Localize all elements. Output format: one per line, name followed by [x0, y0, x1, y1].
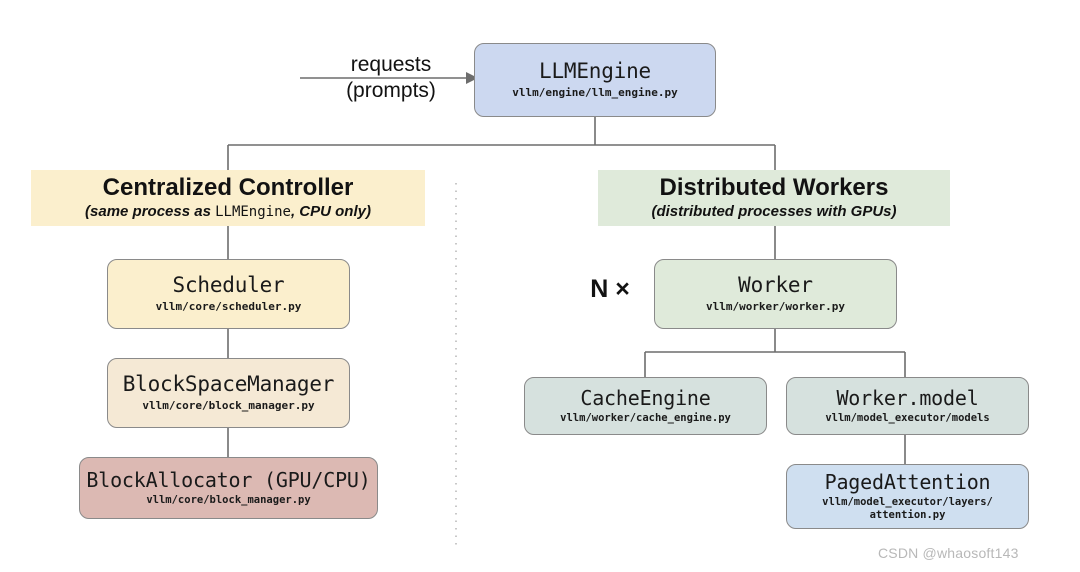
requests-label-line1: requests	[350, 53, 432, 76]
section-header-controller-title: Centralized Controller	[102, 174, 354, 202]
node-pagedattention-title: PagedAttention	[824, 470, 991, 495]
watermark: CSDN @whaosoft143	[878, 545, 1019, 561]
section-header-workers-title: Distributed Workers	[659, 174, 889, 202]
node-blockallocator[interactable]: BlockAllocator (GPU/CPU) vllm/core/block…	[79, 457, 378, 519]
node-blockspacemanager[interactable]: BlockSpaceManager vllm/core/block_manage…	[107, 358, 350, 428]
node-cacheengine[interactable]: CacheEngine vllm/worker/cache_engine.py	[524, 377, 767, 435]
node-cacheengine-title: CacheEngine	[580, 386, 711, 411]
node-scheduler-path: vllm/core/scheduler.py	[155, 300, 302, 314]
node-worker-model-path: vllm/model_executor/models	[825, 412, 990, 425]
node-blockspacemanager-title: BlockSpaceManager	[122, 372, 335, 397]
controller-subtitle-post: , CPU only)	[290, 202, 371, 220]
node-blockallocator-path: vllm/core/block_manager.py	[146, 494, 311, 507]
node-llmengine-path: vllm/engine/llm_engine.py	[512, 86, 678, 100]
requests-label-line2: (prompts)	[346, 78, 436, 102]
node-scheduler[interactable]: Scheduler vllm/core/scheduler.py	[107, 259, 350, 329]
section-header-centralized-controller: Centralized Controller (same process as …	[31, 170, 425, 226]
node-worker-model-title: Worker.model	[836, 386, 979, 411]
section-header-distributed-workers: Distributed Workers (distributed process…	[598, 170, 950, 226]
node-worker-title: Worker	[738, 273, 813, 298]
node-cacheengine-path: vllm/worker/cache_engine.py	[560, 412, 731, 425]
node-llmengine[interactable]: LLMEngine vllm/engine/llm_engine.py	[474, 43, 716, 117]
node-pagedattention[interactable]: PagedAttention vllm/model_executor/layer…	[786, 464, 1029, 529]
controller-subtitle-pre: (same process as	[85, 202, 216, 220]
node-llmengine-title: LLMEngine	[539, 59, 651, 84]
node-scheduler-title: Scheduler	[172, 273, 285, 298]
node-worker[interactable]: Worker vllm/worker/worker.py	[654, 259, 897, 329]
controller-subtitle-mono: LLMEngine	[215, 203, 291, 220]
node-blockspacemanager-path: vllm/core/block_manager.py	[142, 399, 315, 413]
node-worker-path: vllm/worker/worker.py	[705, 300, 846, 314]
section-header-workers-subtitle: (distributed processes with GPUs)	[651, 203, 896, 221]
section-header-controller-subtitle: (same process as LLMEngine, CPU only)	[85, 203, 371, 221]
node-pagedattention-path-line1: vllm/model_executor/layers/	[822, 496, 993, 509]
requests-label: requests (prompts)	[316, 52, 466, 103]
workers-subtitle-pre: (distributed processes with GPUs)	[651, 202, 897, 220]
node-blockallocator-title: BlockAllocator (GPU/CPU)	[86, 468, 371, 493]
node-worker-model[interactable]: Worker.model vllm/model_executor/models	[786, 377, 1029, 435]
worker-multiplicity-label: N ×	[590, 275, 630, 303]
node-pagedattention-path-line2: attention.py	[869, 509, 946, 521]
